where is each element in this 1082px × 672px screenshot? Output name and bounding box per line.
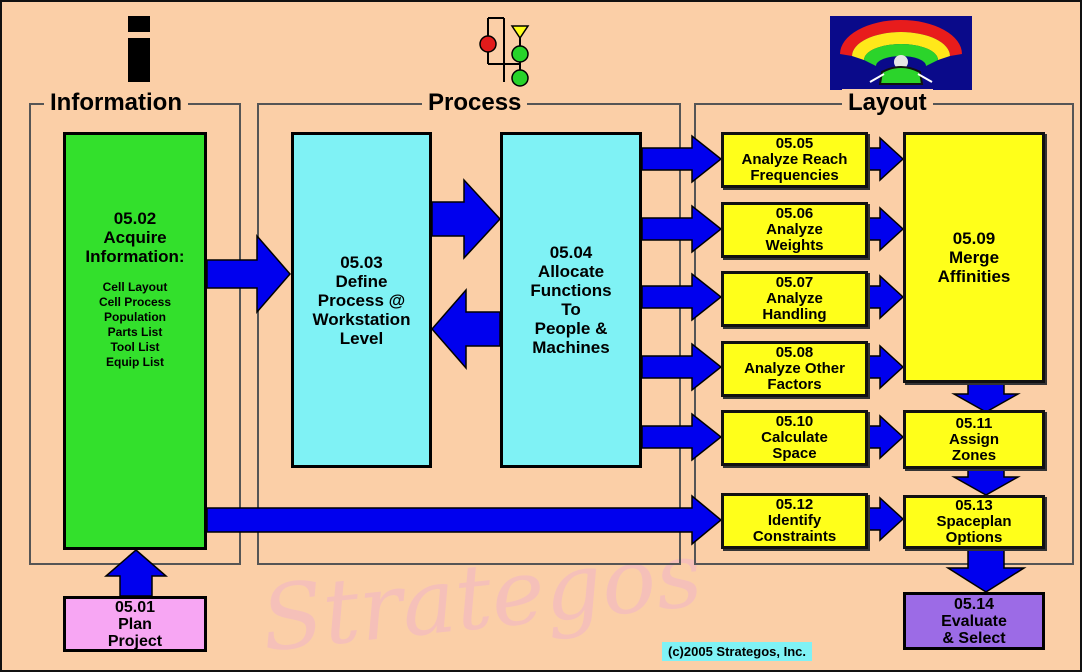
merge-line: Affinities <box>938 267 1011 286</box>
merge-number: 05.09 <box>953 229 996 248</box>
constraints-line: Identify <box>768 513 821 529</box>
arrow-zones-to-spaceplan <box>954 469 1018 495</box>
reach-line: Analyze Reach <box>742 152 848 168</box>
list-item: Parts List <box>99 325 171 340</box>
plan-project-box: 05.01 Plan Project <box>63 596 207 652</box>
spaceplan-options-box: 05.13 Spaceplan Options <box>903 495 1045 549</box>
acquire-title-1: Acquire <box>103 228 166 247</box>
define-line: Process @ <box>318 291 405 310</box>
evaluate-select-box: 05.14 Evaluate & Select <box>903 592 1045 650</box>
allocate-line: Machines <box>532 338 609 357</box>
arrow-define-to-allocate <box>432 180 500 258</box>
calculate-space-box: 05.10 Calculate Space <box>721 410 868 466</box>
arrow-allocate-to-other <box>642 344 721 390</box>
allocate-line: Functions <box>530 281 611 300</box>
arrow-plan-to-acquire <box>106 550 166 596</box>
allocate-line: People & <box>535 319 608 338</box>
analyze-other-factors-box: 05.08 Analyze Other Factors <box>721 341 868 397</box>
weights-line: Analyze <box>766 222 823 238</box>
other-line: Analyze Other <box>744 361 845 377</box>
arrow-other-to-merge <box>869 346 903 388</box>
other-number: 05.08 <box>776 345 814 361</box>
evaluate-number: 05.14 <box>954 596 994 613</box>
evaluate-line: & Select <box>942 630 1005 647</box>
define-line: Define <box>336 272 388 291</box>
acquire-number: 05.02 <box>114 209 157 228</box>
acquire-title-2: Information: <box>85 247 184 266</box>
evaluate-line: Evaluate <box>941 613 1007 630</box>
arrow-allocate-to-reach <box>642 136 721 182</box>
arrow-constraints-to-spaceplan <box>869 498 903 540</box>
list-item: Cell Process <box>99 295 171 310</box>
space-line: Space <box>772 446 816 462</box>
reach-number: 05.05 <box>776 136 814 152</box>
allocate-functions-box: 05.04 Allocate Functions To People & Mac… <box>500 132 642 468</box>
zones-line: Zones <box>952 448 996 464</box>
acquire-information-box: 05.02 Acquire Information: Cell Layout C… <box>63 132 207 550</box>
arrow-acquire-to-define <box>207 236 290 312</box>
analyze-handling-box: 05.07 Analyze Handling <box>721 271 868 327</box>
arrow-allocate-to-define <box>432 290 500 368</box>
handling-number: 05.07 <box>776 275 814 291</box>
arrow-weights-to-merge <box>869 208 903 250</box>
merge-line: Merge <box>949 248 999 267</box>
list-item: Tool List <box>99 340 171 355</box>
define-line: Level <box>340 329 383 348</box>
allocate-line: To <box>561 300 581 319</box>
analyze-reach-box: 05.05 Analyze Reach Frequencies <box>721 132 868 188</box>
identify-constraints-box: 05.12 Identify Constraints <box>721 493 868 549</box>
allocate-line: Allocate <box>538 262 604 281</box>
arrow-merge-to-zones <box>954 383 1018 412</box>
spaceplan-number: 05.13 <box>955 498 993 514</box>
space-number: 05.10 <box>776 414 814 430</box>
plan-number: 05.01 <box>115 599 155 616</box>
define-process-box: 05.03 Define Process @ Workstation Level <box>291 132 432 468</box>
space-line: Calculate <box>761 430 828 446</box>
handling-line: Handling <box>762 307 826 323</box>
arrow-allocate-to-handling <box>642 274 721 320</box>
constraints-line: Constraints <box>753 529 836 545</box>
list-item: Cell Layout <box>99 280 171 295</box>
acquire-items-list: Cell Layout Cell Process Population Part… <box>99 280 171 370</box>
define-line: Workstation <box>313 310 411 329</box>
weights-number: 05.06 <box>776 206 814 222</box>
spaceplan-line: Options <box>946 530 1003 546</box>
list-item: Equip List <box>99 355 171 370</box>
arrow-reach-to-merge <box>869 138 903 180</box>
other-line: Factors <box>767 377 821 393</box>
merge-affinities-box: 05.09 Merge Affinities <box>903 132 1045 383</box>
arrow-space-to-zones <box>869 416 903 458</box>
arrow-acquire-to-constraints <box>207 496 721 544</box>
plan-line: Plan <box>118 616 152 633</box>
list-item: Population <box>99 310 171 325</box>
plan-line: Project <box>108 633 162 650</box>
spaceplan-line: Spaceplan <box>936 514 1011 530</box>
constraints-number: 05.12 <box>776 497 814 513</box>
arrow-allocate-to-space <box>642 414 721 460</box>
handling-line: Analyze <box>766 291 823 307</box>
arrow-allocate-to-weights <box>642 206 721 252</box>
assign-zones-box: 05.11 Assign Zones <box>903 410 1045 469</box>
reach-line: Frequencies <box>750 168 838 184</box>
arrow-handling-to-merge <box>869 276 903 318</box>
zones-line: Assign <box>949 432 999 448</box>
analyze-weights-box: 05.06 Analyze Weights <box>721 202 868 258</box>
allocate-number: 05.04 <box>550 243 593 262</box>
define-number: 05.03 <box>340 253 383 272</box>
weights-line: Weights <box>765 238 823 254</box>
copyright-label: (c)2005 Strategos, Inc. <box>662 642 812 661</box>
arrow-spaceplan-to-evaluate <box>948 549 1024 592</box>
zones-number: 05.11 <box>956 416 993 432</box>
